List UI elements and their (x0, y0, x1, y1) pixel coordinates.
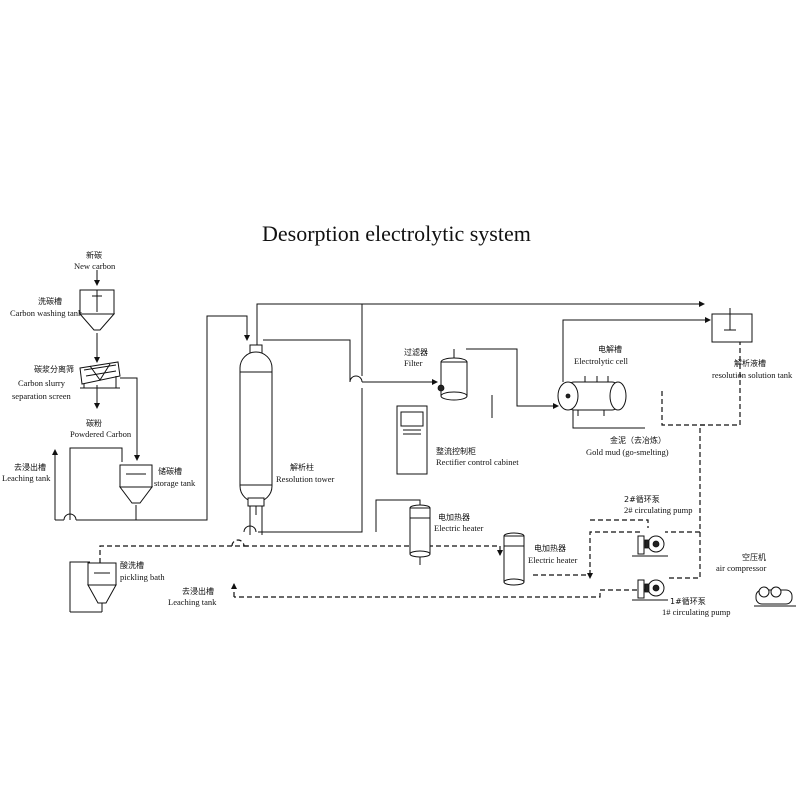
screen-label-1: Carbon slurry (18, 378, 66, 388)
tower-label-cn: 解析柱 (290, 462, 314, 472)
powdered-carbon-label-cn: 碳粉 (86, 418, 102, 428)
dashed-pipes (69, 340, 741, 612)
leaching-tank-2-label-cn: 去浸出槽 (182, 586, 214, 596)
pickling-bath-icon (70, 562, 117, 613)
washing-tank-label-cn: 洗碳槽 (38, 296, 62, 306)
solid-pipes (52, 270, 711, 565)
resolution-tower-icon (239, 344, 273, 533)
powdered-carbon-label: Powdered Carbon (70, 429, 132, 439)
gold-mud-label: Gold mud (go-smelting) (586, 447, 669, 457)
pump-1-label: 1# circulating pump (662, 607, 730, 617)
pickling-bath-label: pickling bath (120, 572, 165, 582)
resolution-solution-tank-icon (711, 308, 753, 343)
filter-label-cn: 过滤器 (404, 347, 428, 357)
storage-tank-label: storage tank (154, 478, 196, 488)
rectifier-cabinet-icon (396, 405, 428, 475)
tower-label: Resolution tower (276, 474, 334, 484)
storage-tank-icon (119, 464, 153, 504)
heater-1-label: Electric heater (434, 523, 483, 533)
circulating-pump-1-icon (632, 579, 668, 601)
heater-1-label-cn: 电加热器 (438, 512, 470, 522)
heater-2-label-cn: 电加热器 (534, 543, 566, 553)
electrolytic-cell-label: Electrolytic cell (574, 356, 629, 366)
separation-screen-icon (79, 361, 121, 389)
rectifier-label: Rectifier control cabinet (436, 457, 519, 467)
pump-2-label-cn: 2#循环泵 (624, 494, 660, 504)
solution-tank-label-cn: 解析液槽 (734, 358, 766, 368)
electrolytic-cell-label-cn: 电解槽 (598, 344, 622, 354)
compressor-label: air compressor (716, 563, 766, 573)
electric-heater-2-icon (503, 532, 525, 586)
compressor-label-cn: 空压机 (742, 552, 766, 562)
leaching-tank-2-label: Leaching tank (168, 597, 217, 607)
pickling-bath-label-cn: 酸洗槽 (120, 560, 144, 570)
electrolytic-cell-icon (557, 376, 627, 416)
filter-icon (437, 349, 468, 401)
circulating-pump-2-icon (632, 535, 668, 557)
pump-2-label: 2# circulating pump (624, 505, 692, 515)
labels: 新碳 New carbon 洗碳槽 Carbon washing tank 碳浆… (2, 250, 793, 617)
washing-tank-label: Carbon washing tank (10, 308, 83, 318)
carbon-washing-tank-icon (78, 289, 116, 331)
heater-2-label: Electric heater (528, 555, 577, 565)
screen-label-cn: 碳浆分离筛 (34, 364, 74, 374)
filter-label: Filter (404, 358, 423, 368)
pump-1-label-cn: 1#循环泵 (670, 596, 706, 606)
rectifier-label-cn: 整流控制柜 (436, 446, 476, 456)
gold-mud-label-cn: 金泥（去冶炼） (610, 435, 666, 445)
screen-label-2: separation screen (12, 391, 72, 401)
storage-tank-label-cn: 储碳槽 (158, 466, 182, 476)
electric-heater-1-icon (409, 504, 431, 558)
new-carbon-label: New carbon (74, 261, 116, 271)
leaching-tank-1-label: Leaching tank (2, 473, 51, 483)
solution-tank-label: resolution solution tank (712, 370, 793, 380)
leaching-tank-1-label-cn: 去浸出槽 (14, 462, 46, 472)
air-compressor-icon (754, 586, 796, 607)
diagram-title: Desorption electrolytic system (262, 221, 531, 246)
new-carbon-label-cn: 新碳 (86, 250, 102, 260)
